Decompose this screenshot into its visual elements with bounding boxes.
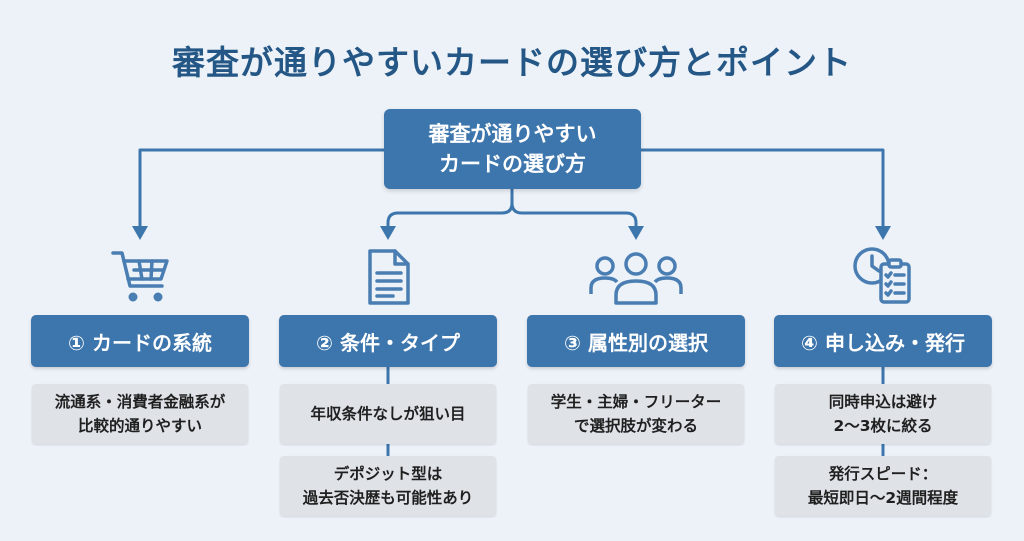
note-line-2: 過去否決歴も可能性あり bbox=[302, 489, 474, 507]
clock-clipboard-icon bbox=[853, 247, 911, 304]
category-box-3: ③ 属性別の選択 bbox=[527, 315, 745, 367]
connector-to-cat1 bbox=[138, 148, 386, 230]
people-group-icon bbox=[589, 252, 683, 305]
category-box-2: ② 条件・タイプ bbox=[279, 315, 497, 367]
arrowhead-cat4 bbox=[875, 226, 891, 240]
connector-to-cat4 bbox=[639, 148, 885, 230]
note-cat4-2: 発行スピード： 最短即日〜2週間程度 bbox=[775, 456, 991, 516]
note-cat2-2: デポジット型は 過去否決歴も可能性あり bbox=[280, 456, 496, 516]
arrowhead-cat1 bbox=[132, 226, 148, 240]
category-box-4: ④ 申し込み・発行 bbox=[774, 315, 992, 367]
page-title: 審査が通りやすいカードの選び方とポイント bbox=[172, 43, 852, 82]
note-line-2: 比較的通りやすい bbox=[77, 417, 202, 435]
connector-to-cat2 bbox=[386, 187, 514, 230]
note-cat1-1: 流通系・消費者金融系が 比較的通りやすい bbox=[32, 384, 248, 444]
root-line-2: カードの選び方 bbox=[439, 152, 586, 176]
note-cat3-1: 学生・主婦・フリーター で選択肢が変わる bbox=[528, 384, 744, 444]
note-line-1: 同時申込は避け bbox=[828, 393, 938, 411]
root-node: 審査が通りやすい カードの選び方 bbox=[384, 109, 641, 189]
category-box-1: ① カードの系統 bbox=[31, 315, 249, 367]
document-icon bbox=[368, 249, 410, 305]
note-line-2: 2〜3枚に絞る bbox=[833, 417, 933, 435]
note-line-1: 流通系・消費者金融系が bbox=[54, 393, 226, 411]
arrowhead-cat3 bbox=[628, 226, 644, 240]
note-cat2-1: 年収条件なしが狙い目 bbox=[280, 384, 496, 444]
note-line-2: 最短即日〜2週間程度 bbox=[807, 489, 959, 507]
note-line-1: 発行スピード： bbox=[828, 465, 938, 483]
note-line-2: で選択肢が変わる bbox=[573, 417, 698, 435]
connector-to-cat3 bbox=[510, 201, 638, 230]
root-line-1: 審査が通りやすい bbox=[428, 122, 597, 146]
note-cat4-1: 同時申込は避け 2〜3枚に絞る bbox=[775, 384, 991, 444]
note-line-1: デポジット型は bbox=[333, 465, 443, 483]
arrowhead-cat2 bbox=[380, 226, 396, 240]
note-line-1: 年収条件なしが狙い目 bbox=[310, 405, 466, 423]
shopping-cart-icon bbox=[111, 251, 169, 302]
note-line-1: 学生・主婦・フリーター bbox=[550, 393, 722, 411]
